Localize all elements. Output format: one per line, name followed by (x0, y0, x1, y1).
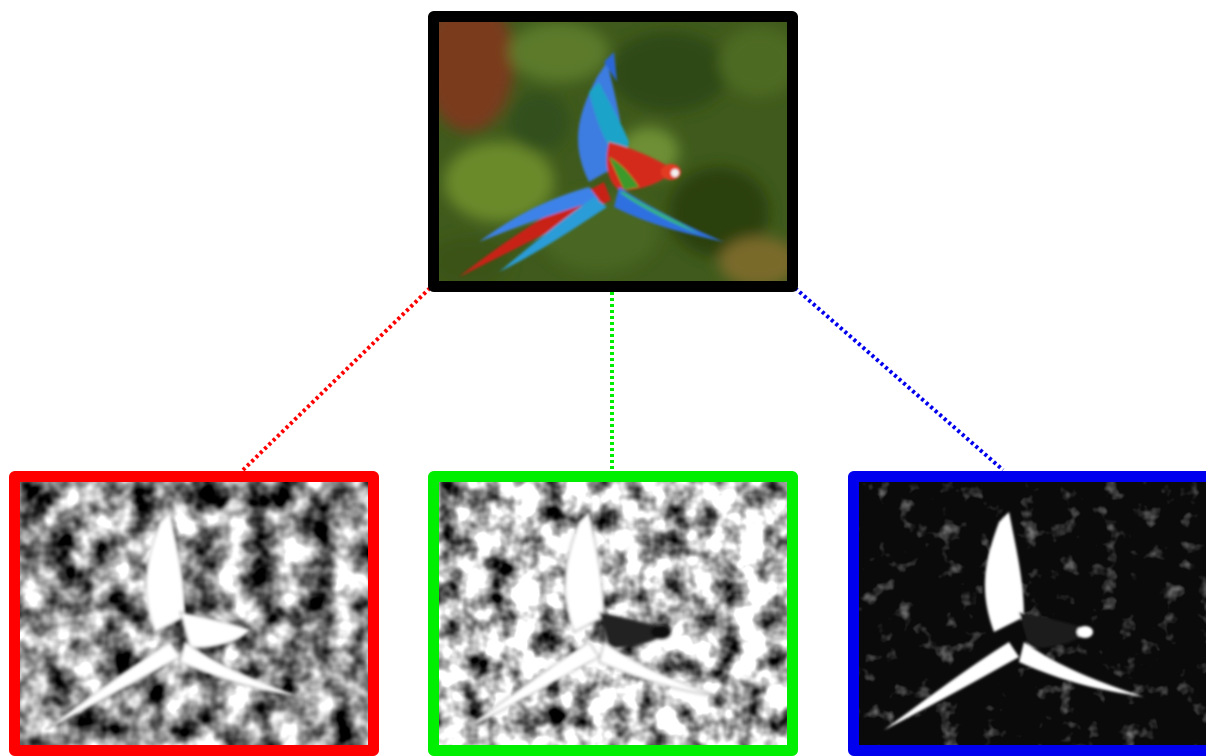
blue-connector-line (793, 286, 1005, 472)
red-connector-line (241, 286, 432, 472)
blue-channel-frame (848, 471, 1206, 756)
red-channel-image-icon (20, 482, 368, 745)
green-channel-frame (428, 471, 798, 756)
red-channel-frame (9, 471, 379, 756)
green-channel-image-icon (439, 482, 787, 745)
blue-channel-image-icon (859, 482, 1206, 745)
macaw-photo-icon (439, 22, 787, 281)
source-image-frame (428, 11, 798, 292)
